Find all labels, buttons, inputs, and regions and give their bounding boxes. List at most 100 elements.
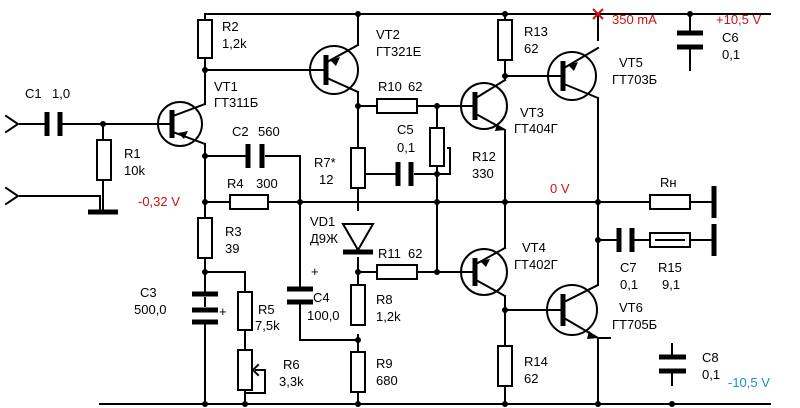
vt2-ref: VT2 (376, 27, 400, 42)
vt4-type: ГТ402Г (514, 257, 558, 272)
c3-value: 500,0 (134, 302, 167, 317)
resistor-r4 (229, 194, 269, 210)
resistor-r8 (350, 284, 366, 326)
potentiometer-r6 (237, 349, 266, 391)
vt3-ref: VT3 (520, 105, 544, 120)
input-terminal-ground (4, 186, 20, 206)
r5-ref: R5 (258, 302, 275, 317)
vt5-ref: VT5 (619, 55, 643, 70)
capacitor-c6 (677, 30, 703, 50)
c8-value: 0,1 (702, 367, 720, 382)
r12-value: 330 (472, 166, 494, 181)
r2-ref: R2 (222, 19, 239, 34)
c2-ref: C2 (232, 124, 249, 139)
resistor-r13 (497, 19, 513, 61)
input-terminal-signal (4, 114, 20, 134)
junction-dots (100, 11, 693, 407)
c2-value: 560 (258, 124, 280, 139)
r1-ref: R1 (124, 146, 141, 161)
c1-ref: C1 (25, 86, 42, 101)
r8-value: 1,2k (376, 309, 401, 324)
resistor-r15 (649, 232, 691, 248)
r8-ref: R8 (376, 292, 393, 307)
output-voltage-label: 0 V (550, 181, 570, 196)
r4-ref: R4 (227, 176, 244, 191)
vt2-type: ГТ321Е (376, 44, 422, 59)
resistor-r7 (350, 147, 366, 189)
vt6-ref: VT6 (619, 300, 643, 315)
vt6-type: ГТ705Б (612, 317, 657, 332)
c8-ref: C8 (702, 350, 719, 365)
r14-ref: R14 (524, 354, 548, 369)
vd1-type: Д9Ж (310, 231, 338, 246)
vt4-ref: VT4 (522, 240, 546, 255)
vt3-type: ГТ404Г (514, 121, 558, 136)
c5-value: 0,1 (397, 140, 415, 155)
transistor-vt3 (460, 78, 508, 132)
r11-value: 62 (408, 246, 422, 261)
capacitor-c7 (616, 228, 635, 252)
r13-value: 62 (524, 41, 538, 56)
vt1-type: ГТ311Б (214, 95, 258, 110)
capacitor-c1 (44, 112, 63, 136)
supply-positive-label: +10,5 V (716, 12, 762, 27)
transistor-vt5 (547, 46, 600, 101)
r10-value: 62 (408, 79, 422, 94)
r14-value: 62 (524, 371, 538, 386)
r9-ref: R9 (376, 356, 393, 371)
r4-value: 300 (256, 176, 278, 191)
r7-value: 12 (319, 172, 333, 187)
r9-value: 680 (376, 373, 398, 388)
c7-ref: C7 (620, 260, 637, 275)
r7-ref: R7* (314, 155, 336, 170)
bias-voltage-label: -0,32 V (138, 194, 180, 209)
resistor-r2 (197, 19, 213, 59)
c3-polarity: + (219, 304, 227, 319)
r6-value: 3,3k (279, 374, 304, 389)
resistor-r3 (197, 217, 213, 259)
capacitor-c4 (287, 286, 313, 305)
current-measurement-mark (592, 8, 604, 20)
resistor-r1 (96, 139, 112, 181)
input-ground-wire (19, 195, 101, 211)
r11-ref: R11 (378, 246, 401, 261)
r1-value: 10k (124, 163, 145, 178)
c4-ref: C4 (313, 290, 330, 305)
labels: C1 1,0 R1 10k VT1 ГТ311Б R2 1,2k VT2 ГТ3… (25, 12, 770, 390)
capacitor-c3 (192, 291, 218, 325)
capacitor-c2 (245, 144, 265, 168)
r12-ref: R12 (472, 149, 496, 164)
r3-ref: R3 (225, 224, 242, 239)
resistor-rn-load (649, 194, 691, 210)
resistor-r9 (350, 351, 366, 393)
r15-ref: R15 (658, 260, 682, 275)
r5-value: 7,5k (255, 318, 280, 333)
r6-ref: R6 (283, 357, 300, 372)
capacitor-c5 (395, 162, 414, 186)
c6-ref: C6 (722, 30, 739, 45)
r10-ref: R10 (378, 79, 402, 94)
resistor-r14 (497, 345, 513, 387)
c6-value: 0,1 (722, 47, 740, 62)
c1-value: 1,0 (52, 86, 70, 101)
resistor-r10 (376, 98, 418, 114)
c7-value: 0,1 (620, 277, 638, 292)
rn-ref: Rн (660, 175, 677, 190)
resistor-r5 (237, 291, 253, 331)
vt5-type: ГТ703Б (612, 72, 657, 87)
vt1-ref: VT1 (214, 79, 238, 94)
supply-negative-label: -10,5 V (728, 375, 770, 390)
r2-value: 1,2k (222, 36, 247, 51)
transistor-vt2 (309, 43, 360, 95)
c4-polarity: + (311, 264, 319, 279)
c5-ref: C5 (397, 122, 414, 137)
transistor-vt4 (460, 246, 508, 298)
capacitor-c8 (659, 354, 686, 374)
diode-vd1 (341, 223, 375, 255)
current-label: 350 mA (612, 12, 657, 27)
transistor-vt6 (546, 283, 600, 340)
potentiometer-r12 (429, 127, 451, 167)
transistor-vt1 (157, 101, 207, 147)
r3-value: 39 (225, 241, 239, 256)
